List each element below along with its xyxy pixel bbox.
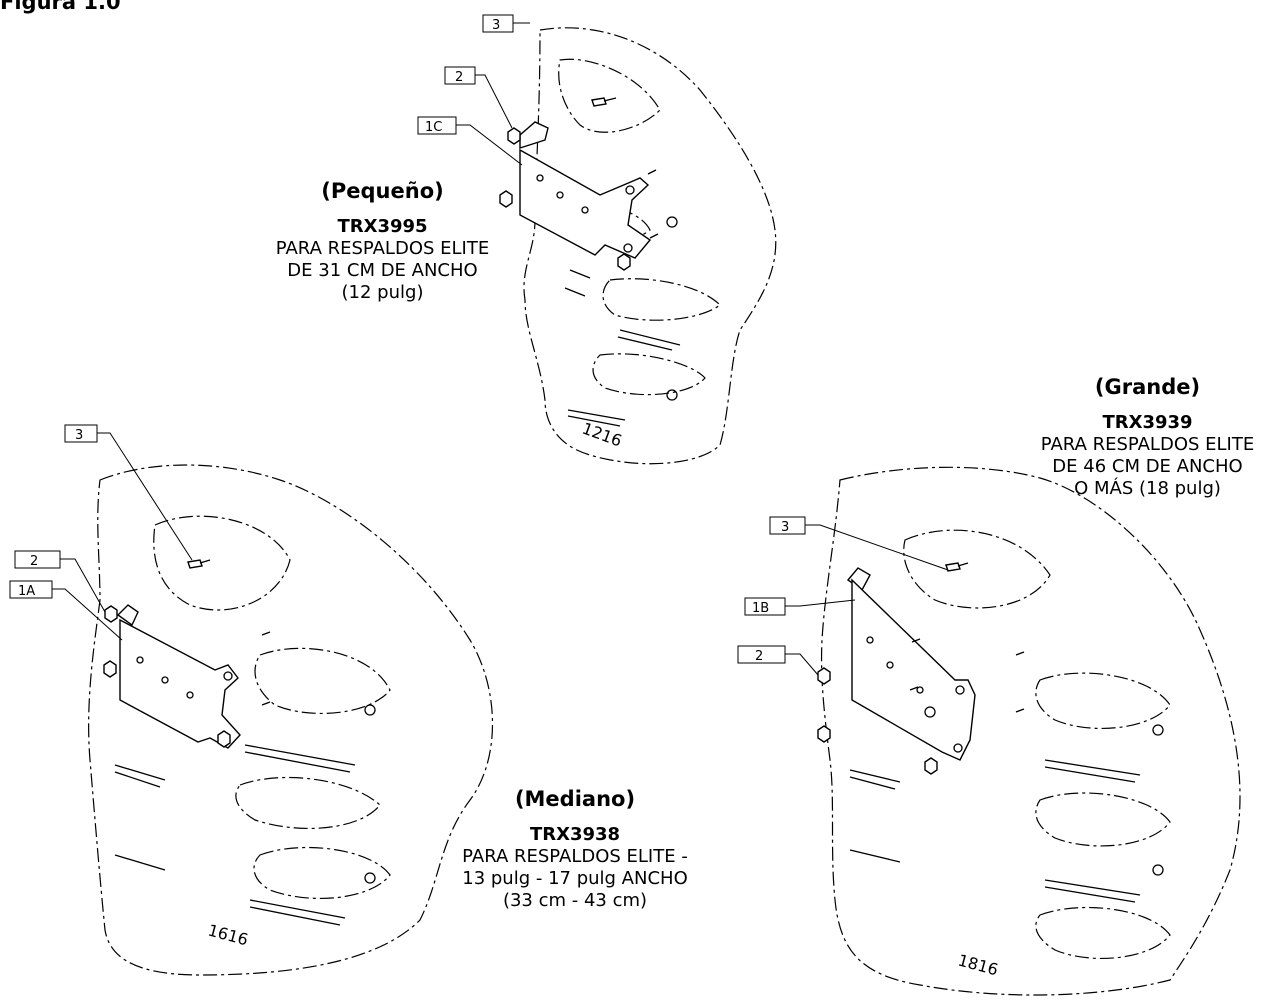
svg-text:1C: 1C	[425, 120, 442, 135]
small-part-code: TRX3995	[337, 216, 428, 237]
small-desc-line: (12 pulg)	[341, 282, 424, 303]
large-backrest: 1816	[817, 466, 1241, 996]
small-stamp: 1216	[580, 419, 625, 451]
small-backrest: 1216	[499, 27, 777, 465]
large-size-label: (Grande)	[1094, 375, 1201, 399]
small-desc-line: PARA RESPALDOS ELITE	[275, 238, 490, 259]
svg-text:2: 2	[30, 554, 38, 569]
svg-text:3: 3	[75, 428, 83, 443]
small-desc-line: DE 31 CM DE ANCHO	[287, 260, 478, 281]
medium-callout-2: 2	[14, 550, 106, 613]
svg-text:2: 2	[455, 70, 463, 85]
medium-desc-line: PARA RESPALDOS ELITE -	[462, 846, 688, 867]
small-callout-1c: 1C	[417, 116, 523, 166]
medium-desc-line: 13 pulg - 17 pulg ANCHO	[462, 868, 688, 889]
small-size-label: (Pequeño)	[321, 179, 444, 203]
medium-info: (Mediano) TRX3938 PARA RESPALDOS ELITE -…	[415, 788, 735, 912]
large-info: (Grande) TRX3939 PARA RESPALDOS ELITE DE…	[1010, 376, 1285, 500]
svg-text:1A: 1A	[18, 584, 35, 599]
large-desc-line: O MÁS (18 pulg)	[1074, 478, 1221, 499]
large-part-code: TRX3939	[1102, 412, 1193, 433]
medium-callout-1a: 1A	[9, 580, 123, 641]
medium-desc-line: (33 cm - 43 cm)	[502, 890, 648, 911]
large-callout-1b: 1B	[744, 597, 856, 616]
large-stamp: 1816	[956, 951, 1000, 980]
large-desc-line: DE 46 CM DE ANCHO	[1052, 456, 1243, 477]
svg-text:2: 2	[755, 649, 763, 664]
figure-title: Figura 1.0	[0, 0, 121, 14]
medium-callout-3: 3	[64, 424, 193, 561]
medium-size-label: (Mediano)	[514, 787, 636, 811]
medium-stamp: 1616	[206, 921, 250, 950]
svg-text:1B: 1B	[752, 601, 769, 616]
small-callout-2: 2	[444, 66, 513, 129]
medium-backrest: 1616	[88, 464, 494, 976]
svg-text:3: 3	[492, 18, 500, 33]
medium-part-code: TRX3938	[529, 824, 621, 845]
large-desc-line: PARA RESPALDOS ELITE	[1040, 434, 1255, 455]
small-callout-3: 3	[482, 14, 530, 33]
svg-text:3: 3	[781, 520, 789, 535]
large-callout-3: 3	[769, 516, 949, 571]
small-info: (Pequeño) TRX3995 PARA RESPALDOS ELITE D…	[245, 180, 520, 304]
large-callout-2: 2	[737, 645, 819, 676]
